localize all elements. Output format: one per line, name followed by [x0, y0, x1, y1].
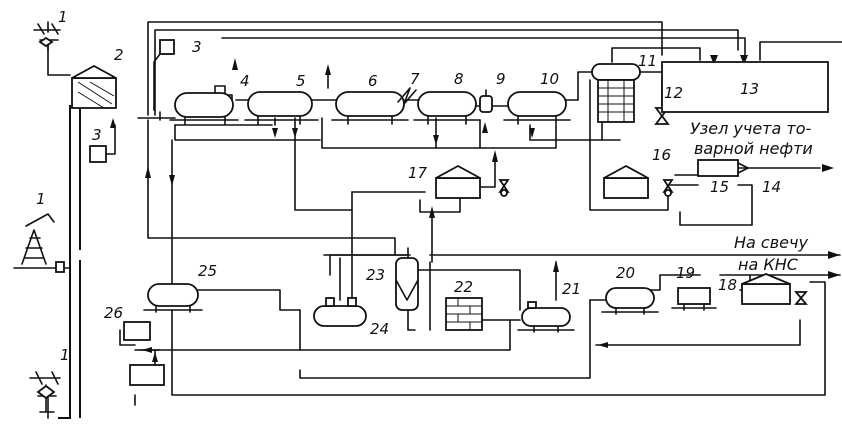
label-5: 5	[296, 72, 306, 90]
drum-24	[313, 297, 367, 327]
label-1-top: 1	[58, 8, 68, 26]
flow-arrows	[110, 55, 840, 362]
label-1-bottom: 1	[60, 346, 70, 364]
label-12: 12	[664, 84, 683, 102]
label-19: 19	[676, 264, 695, 282]
label-11: 11	[638, 52, 657, 70]
heater-7	[397, 87, 417, 105]
drum-25	[143, 283, 203, 313]
label-18: 18	[718, 276, 737, 294]
drum-21	[517, 301, 575, 333]
label-9: 9	[496, 70, 506, 88]
trap-2	[71, 64, 117, 109]
label-20: 20	[616, 264, 635, 282]
label-13: 13	[740, 80, 759, 98]
label-3-left: 3	[92, 126, 102, 144]
separator-4	[169, 85, 239, 125]
box-26	[123, 321, 165, 386]
caption-to-kns: на КНС	[738, 255, 799, 274]
cooler-11	[591, 63, 641, 123]
separator-5	[244, 91, 319, 125]
label-15: 15	[710, 178, 729, 196]
label-26: 26	[104, 304, 123, 322]
caption-metering-line1: Узел учета то-	[690, 119, 812, 138]
filter-22	[445, 297, 483, 331]
label-8: 8	[454, 70, 464, 88]
label-16: 16	[652, 146, 671, 164]
caption-to-flare: На свечу	[734, 233, 808, 252]
tank-13	[661, 61, 829, 113]
drum-20	[601, 287, 659, 315]
label-6: 6	[368, 72, 378, 90]
label-10: 10	[540, 70, 559, 88]
label-4: 4	[240, 72, 250, 90]
pump-19	[671, 287, 717, 311]
well-1-middle	[13, 213, 65, 273]
separator-10	[503, 91, 571, 125]
label-21: 21	[562, 280, 581, 298]
filter-9	[479, 89, 493, 113]
label-7: 7	[410, 70, 420, 88]
well-1-top	[33, 23, 61, 51]
captions: Узел учета то- варной нефти На свечу на …	[690, 119, 813, 274]
label-14: 14	[762, 178, 781, 196]
label-24: 24	[370, 320, 389, 338]
tank-18	[741, 273, 808, 305]
equipment-numbers: 1 1 1 2 3 3 4 5 6 7 8 9 10 11 12 13 14 1…	[36, 8, 781, 364]
well-1-bottom	[29, 371, 61, 413]
caption-metering-line2: варной нефти	[694, 139, 813, 158]
label-2: 2	[114, 46, 124, 64]
box-3-top	[153, 39, 175, 111]
equipment	[13, 23, 829, 413]
label-25: 25	[198, 262, 217, 280]
box-3-left	[89, 124, 116, 163]
label-1-middle: 1	[36, 190, 46, 208]
separator-6	[331, 91, 409, 125]
tank-16	[603, 164, 674, 199]
label-23: 23	[366, 266, 385, 284]
meter-15	[697, 159, 749, 177]
settler-23	[395, 257, 419, 311]
label-3-top: 3	[192, 38, 202, 56]
label-17: 17	[408, 164, 428, 182]
separator-8	[413, 91, 481, 125]
label-22: 22	[454, 278, 473, 296]
tank-17	[435, 164, 510, 199]
